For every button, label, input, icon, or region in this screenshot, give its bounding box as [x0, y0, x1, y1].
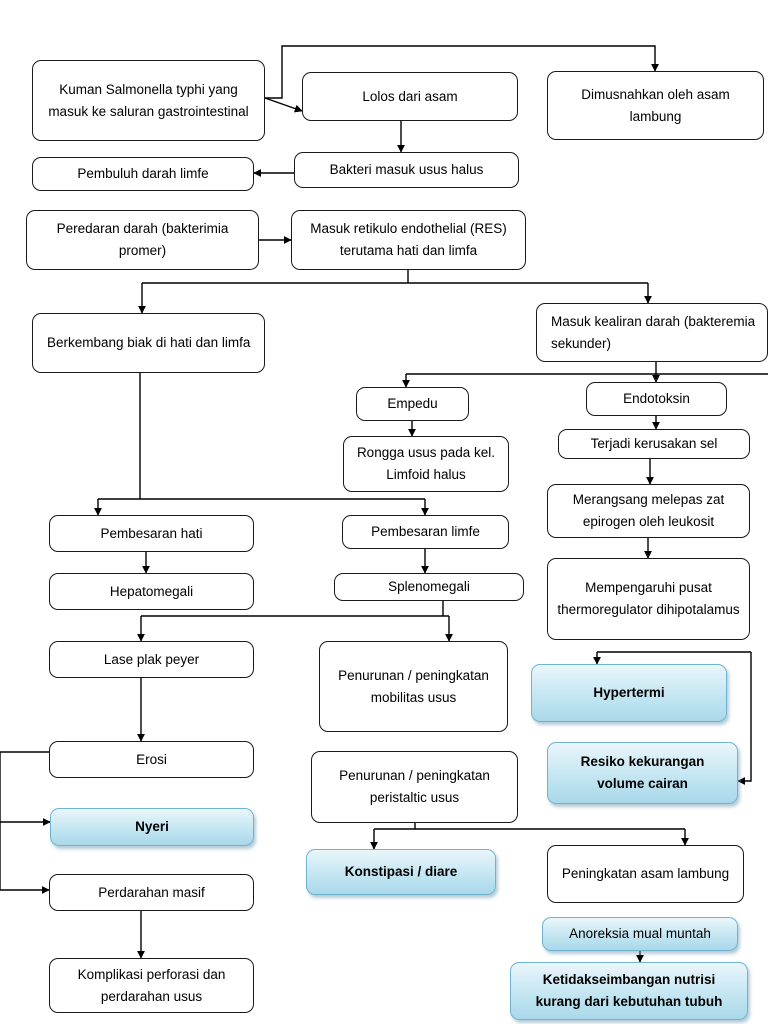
node-rongga: Rongga usus pada kel. Limfoid halus	[343, 436, 509, 492]
node-resiko: Resiko kekurangan volume cairan	[547, 742, 738, 804]
node-dimusnahkan-label: Dimusnahkan oleh asam lambung	[581, 86, 730, 124]
node-endotoksin: Endotoksin	[586, 382, 727, 416]
node-ketidakseimbangan: Ketidakseimbangan nutrisi kurang dari ke…	[510, 962, 748, 1020]
node-kerusakan-label: Terjadi kerusakan sel	[590, 436, 718, 451]
node-mempengaruhi: Mempengaruhi pusat thermoregulator dihip…	[547, 558, 750, 640]
node-komplikasi-label: Komplikasi perforasi dan perdarahan usus	[77, 966, 226, 1004]
node-erosi-label: Erosi	[136, 751, 167, 767]
node-endotoksin-label: Endotoksin	[623, 391, 690, 406]
node-merangsang: Merangsang melepas zat epirogen oleh leu…	[547, 484, 750, 538]
node-anoreksia-label: Anoreksia mual muntah	[569, 926, 711, 941]
node-rongga-label: Rongga usus pada kel. Limfoid halus	[356, 445, 496, 482]
node-lase: Lase plak peyer	[49, 641, 254, 678]
node-masuk-res-label: Masuk retikulo endothelial (RES) terutam…	[310, 221, 507, 258]
node-hepatomegali: Hepatomegali	[49, 573, 254, 610]
node-merangsang-label: Merangsang melepas zat epirogen oleh leu…	[572, 492, 725, 529]
node-pembuluh: Pembuluh darah limfe	[32, 157, 254, 191]
node-berkembang-label: Berkembang biak di hati dan limfa	[47, 335, 251, 350]
node-splenomegali: Splenomegali	[334, 573, 524, 601]
node-kuman-label: Kuman Salmonella typhi yang masuk ke sal…	[48, 81, 249, 119]
node-kealiran: Masuk kealiran darah (bakteremia sekunde…	[536, 303, 768, 362]
node-penurunan-peristaltic: Penurunan / peningkatan peristaltic usus	[311, 751, 518, 823]
node-lolos: Lolos dari asam	[302, 72, 518, 121]
node-penurunan-mobilitas: Penurunan / peningkatan mobilitas usus	[319, 641, 508, 732]
node-masuk-res: Masuk retikulo endothelial (RES) terutam…	[291, 210, 526, 270]
node-splenomegali-label: Splenomegali	[388, 579, 470, 594]
node-perdarahan: Perdarahan masif	[49, 874, 254, 911]
node-peredaran-label: Peredaran darah (bakterimia promer)	[56, 221, 229, 258]
node-lolos-label: Lolos dari asam	[362, 88, 458, 104]
node-penurunan-mobilitas-label: Penurunan / peningkatan mobilitas usus	[338, 667, 489, 705]
node-pembesaran-hati: Pembesaran hati	[49, 515, 254, 552]
node-konstipasi-label: Konstipasi / diare	[344, 864, 458, 879]
flow-arrow-1	[265, 45, 659, 99]
node-komplikasi: Komplikasi perforasi dan perdarahan usus	[49, 958, 254, 1013]
node-kealiran-label: Masuk kealiran darah (bakteremia sekunde…	[551, 313, 756, 351]
node-pembuluh-label: Pembuluh darah limfe	[77, 166, 209, 181]
flow-arrow-2	[264, 97, 303, 113]
flow-arrow-31	[0, 751, 50, 894]
node-peredaran: Peredaran darah (bakterimia promer)	[26, 210, 259, 270]
node-resiko-label: Resiko kekurangan volume cairan	[580, 754, 705, 791]
node-kerusakan: Terjadi kerusakan sel	[558, 429, 750, 459]
node-pembesaran-limfe: Pembesaran limfe	[342, 515, 509, 549]
node-lase-label: Lase plak peyer	[103, 651, 200, 667]
flow-arrow-30	[737, 652, 752, 785]
node-perdarahan-label: Perdarahan masif	[98, 884, 205, 900]
node-mempengaruhi-label: Mempengaruhi pusat thermoregulator dihip…	[557, 580, 740, 617]
node-peningkatan-asam-label: Peningkatan asam lambung	[561, 866, 730, 881]
node-konstipasi: Konstipasi / diare	[306, 849, 496, 895]
node-nyeri: Nyeri	[50, 808, 254, 846]
node-dimusnahkan: Dimusnahkan oleh asam lambung	[547, 71, 764, 140]
node-bakteri-usus: Bakteri masuk usus halus	[294, 152, 519, 188]
node-berkembang: Berkembang biak di hati dan limfa	[32, 313, 265, 373]
node-hypertermi-label: Hypertermi	[593, 685, 665, 700]
node-kuman: Kuman Salmonella typhi yang masuk ke sal…	[32, 60, 265, 141]
node-pembesaran-hati-label: Pembesaran hati	[100, 525, 203, 541]
node-penurunan-peristaltic-label: Penurunan / peningkatan peristaltic usus	[339, 768, 490, 805]
node-empedu: Empedu	[356, 387, 469, 421]
node-hypertermi: Hypertermi	[531, 664, 727, 722]
node-erosi: Erosi	[49, 741, 254, 778]
node-peningkatan-asam: Peningkatan asam lambung	[547, 845, 744, 903]
node-hepatomegali-label: Hepatomegali	[109, 583, 194, 599]
node-pembesaran-limfe-label: Pembesaran limfe	[371, 524, 480, 539]
node-anoreksia: Anoreksia mual muntah	[542, 917, 738, 951]
node-bakteri-usus-label: Bakteri masuk usus halus	[329, 162, 484, 177]
node-ketidakseimbangan-label: Ketidakseimbangan nutrisi kurang dari ke…	[535, 972, 723, 1009]
node-nyeri-label: Nyeri	[135, 819, 169, 834]
node-empedu-label: Empedu	[387, 396, 438, 411]
